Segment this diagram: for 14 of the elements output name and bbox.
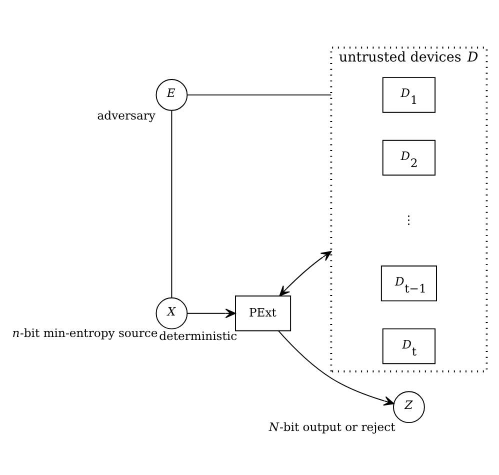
node-label: deterministic	[159, 329, 238, 344]
connector	[186, 94, 332, 96]
connector	[171, 110, 172, 298]
node-label: n-bit min-entropy source	[12, 326, 158, 340]
arrow	[279, 251, 332, 296]
node-box: PExt	[235, 295, 292, 332]
node-text: ⋮	[403, 212, 416, 227]
node-circle: E	[156, 79, 188, 111]
arrow	[278, 330, 394, 406]
node-circle: Z	[393, 391, 425, 424]
node-label: N-bit output or reject	[268, 420, 396, 434]
node-label: adversary	[97, 108, 156, 123]
node-circle: X	[156, 297, 188, 330]
arrow	[186, 308, 236, 318]
